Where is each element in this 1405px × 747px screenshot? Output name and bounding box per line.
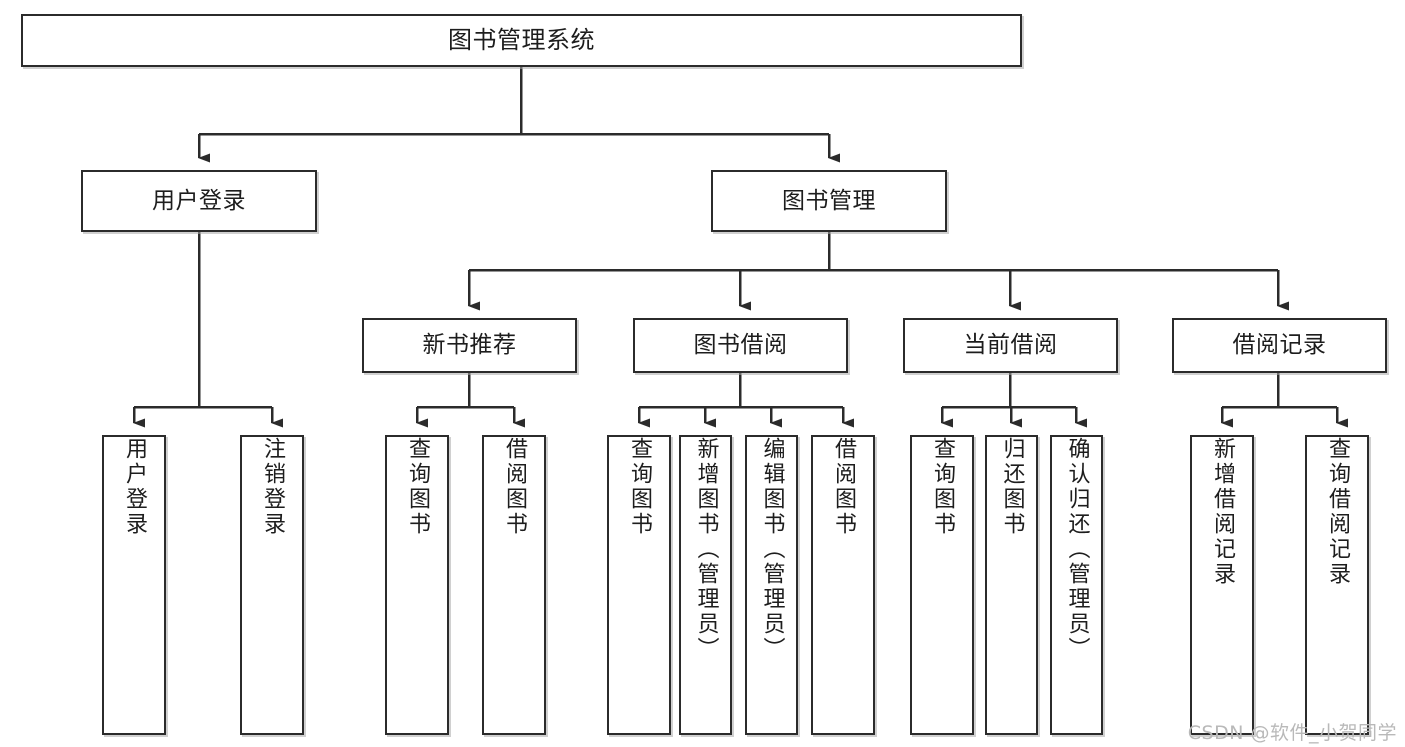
- leaf-logout-login[interactable]: 注销登录: [240, 435, 304, 735]
- leaf-edit-book-admin-label: 编辑图书（管理员）: [759, 437, 785, 662]
- leaf-query-book-1-label: 查询图书: [405, 437, 430, 537]
- node-root[interactable]: 图书管理系统: [21, 14, 1022, 67]
- leaf-query-book-1[interactable]: 查询图书: [385, 435, 449, 735]
- leaf-edit-book-admin[interactable]: 编辑图书（管理员）: [745, 435, 798, 735]
- leaf-confirm-return-admin[interactable]: 确认归还（管理员）: [1050, 435, 1103, 735]
- node-current-borrow-label: 当前借阅: [963, 332, 1058, 359]
- leaf-borrow-book-1[interactable]: 借阅图书: [482, 435, 546, 735]
- leaf-query-book-2-label: 查询图书: [627, 437, 652, 537]
- node-borrow-record[interactable]: 借阅记录: [1172, 318, 1387, 373]
- node-user-login[interactable]: 用户登录: [81, 170, 317, 232]
- node-book-manage-label: 图书管理: [782, 187, 876, 214]
- leaf-add-borrow-record-label: 新增借阅记录: [1210, 437, 1235, 587]
- node-book-borrow[interactable]: 图书借阅: [633, 318, 848, 373]
- leaf-user-login-label: 用户登录: [122, 437, 147, 537]
- node-book-manage[interactable]: 图书管理: [711, 170, 947, 232]
- node-root-label: 图书管理系统: [448, 25, 595, 54]
- node-borrow-record-label: 借阅记录: [1232, 332, 1327, 359]
- leaf-add-borrow-record[interactable]: 新增借阅记录: [1190, 435, 1254, 735]
- leaf-user-login[interactable]: 用户登录: [102, 435, 166, 735]
- node-new-book-recommend-label: 新书推荐: [422, 332, 517, 359]
- csdn-watermark: CSDN @软件_小贺同学: [1187, 722, 1397, 744]
- leaf-query-book-3[interactable]: 查询图书: [910, 435, 974, 735]
- leaf-borrow-book-2-label: 借阅图书: [831, 437, 856, 537]
- leaf-query-borrow-record[interactable]: 查询借阅记录: [1305, 435, 1369, 735]
- leaf-query-book-2[interactable]: 查询图书: [607, 435, 671, 735]
- leaf-borrow-book-2[interactable]: 借阅图书: [811, 435, 875, 735]
- leaf-confirm-return-admin-label: 确认归还（管理员）: [1064, 437, 1090, 662]
- leaf-logout-login-label: 注销登录: [260, 437, 285, 537]
- node-current-borrow[interactable]: 当前借阅: [903, 318, 1118, 373]
- leaf-add-book-admin[interactable]: 新增图书（管理员）: [679, 435, 732, 735]
- node-user-login-label: 用户登录: [152, 187, 246, 214]
- leaf-borrow-book-1-label: 借阅图书: [502, 437, 527, 537]
- leaf-return-book-label: 归还图书: [999, 437, 1025, 537]
- node-book-borrow-label: 图书借阅: [693, 332, 788, 359]
- leaf-query-borrow-record-label: 查询借阅记录: [1325, 437, 1350, 587]
- leaf-return-book[interactable]: 归还图书: [985, 435, 1038, 735]
- leaf-query-book-3-label: 查询图书: [930, 437, 955, 537]
- node-new-book-recommend[interactable]: 新书推荐: [362, 318, 577, 373]
- leaf-add-book-admin-label: 新增图书（管理员）: [693, 437, 719, 662]
